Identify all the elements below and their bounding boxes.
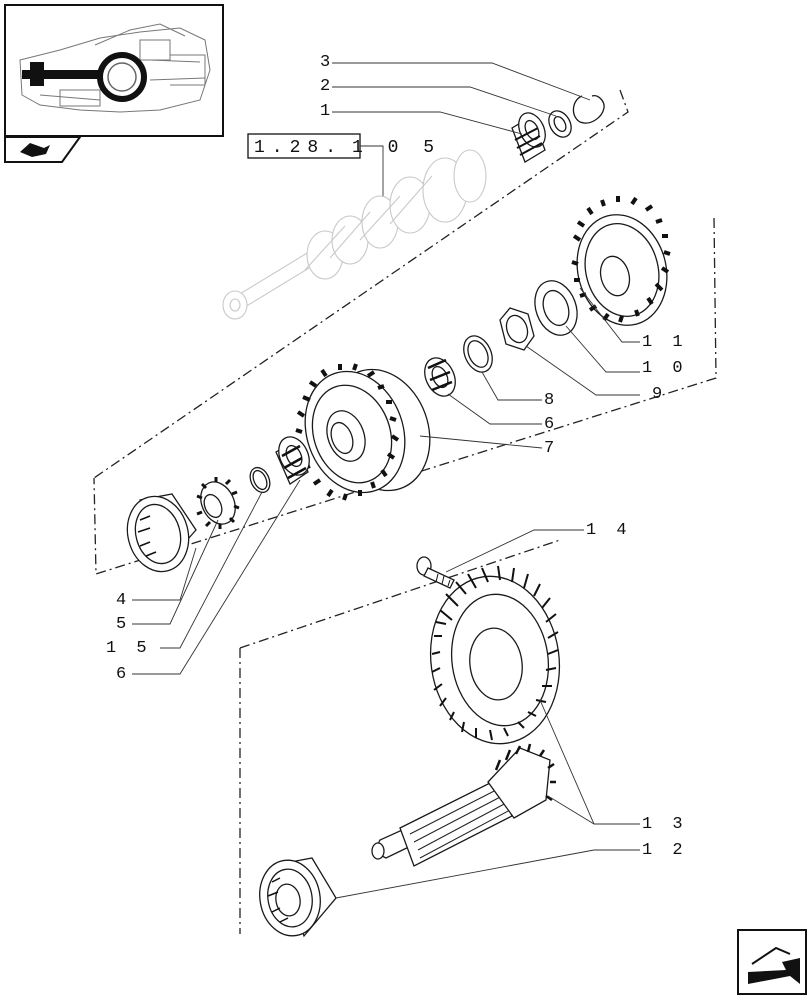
- reference-code[interactable]: 1.28. 1 0 5: [247, 133, 441, 200]
- callout-labels: 3 2 1 1 1 1 0 9 8 6 7 1 4 4 5 1 5 6 1 3 …: [106, 53, 688, 860]
- callout-8: 8: [544, 391, 559, 410]
- needle-bearing-part-1[interactable]: [511, 109, 550, 163]
- washer-part-2[interactable]: [544, 107, 575, 141]
- leader-lines: [132, 62, 640, 899]
- callout-6-lower: 6: [116, 665, 131, 684]
- ring-part-8[interactable]: [458, 331, 498, 376]
- needle-bearing-part-6-upper[interactable]: [419, 353, 461, 401]
- main-shaft-ghost: [222, 149, 487, 320]
- callout-15: 1 5: [106, 639, 152, 658]
- gear-part-11[interactable]: [565, 196, 679, 335]
- callout-2: 2: [320, 77, 335, 96]
- snap-ring-part-3[interactable]: [572, 95, 605, 124]
- callout-11: 1 1: [642, 333, 688, 352]
- nut-part-9[interactable]: [499, 307, 535, 351]
- bearing-part-4[interactable]: [119, 490, 197, 579]
- reference-prefix: 1.28.: [254, 138, 343, 158]
- callout-7: 7: [544, 439, 559, 458]
- callout-10: 1 0: [642, 359, 688, 378]
- bearing-part-12[interactable]: [254, 855, 337, 940]
- double-gear-part-7[interactable]: [289, 355, 447, 506]
- needle-bearing-part-6-lower[interactable]: [273, 432, 315, 485]
- bolt-part-14[interactable]: [416, 556, 455, 589]
- reference-suffix: 1 0 5: [352, 138, 441, 158]
- callout-13: 1 3: [642, 815, 688, 834]
- pinion-gear-part-5[interactable]: [194, 476, 242, 529]
- catalog-book-icon[interactable]: [4, 136, 82, 163]
- callout-9: 9: [652, 385, 667, 404]
- callout-12: 1 2: [642, 841, 688, 860]
- callout-1: 1: [320, 102, 335, 121]
- snap-ring-part-15[interactable]: [246, 464, 273, 495]
- callout-14: 1 4: [586, 521, 632, 540]
- pinion-shaft-part-13[interactable]: [371, 743, 556, 867]
- callout-3: 3: [320, 53, 335, 72]
- locator-thumbnail[interactable]: [4, 4, 224, 137]
- spline-washer-part-10[interactable]: [528, 275, 585, 341]
- next-page-arrow-icon[interactable]: [737, 929, 807, 995]
- callout-5: 5: [116, 615, 131, 634]
- callout-4: 4: [116, 591, 131, 610]
- callout-6-upper: 6: [544, 415, 559, 434]
- crown-wheel-part-13[interactable]: [420, 565, 570, 752]
